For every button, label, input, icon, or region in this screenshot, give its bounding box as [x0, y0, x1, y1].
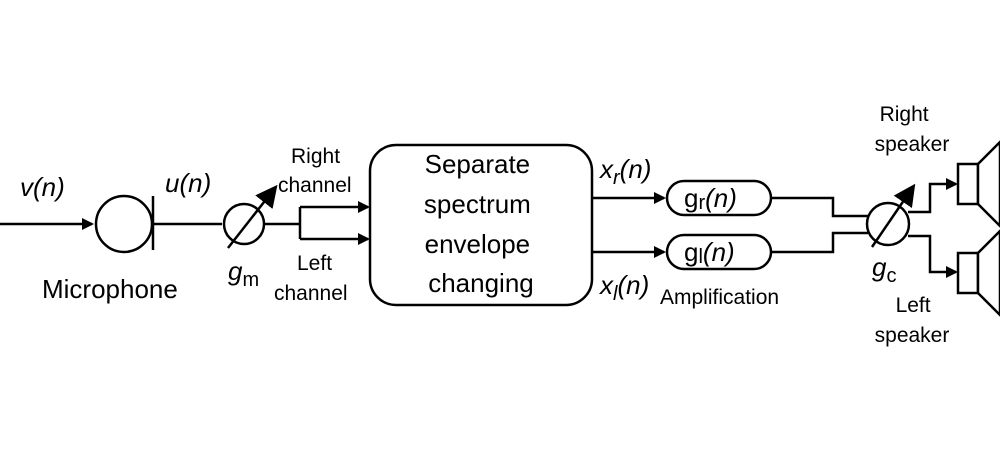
- mic-gain-variable-arrow: [227, 184, 278, 249]
- left-speaker-icon: [956, 229, 1000, 317]
- speaker-gain-variable-arrow: [870, 183, 916, 248]
- microphone-icon: [94, 194, 154, 254]
- gain-left-label: gl(n): [684, 237, 735, 268]
- left-channel-label: Left channel: [274, 252, 348, 305]
- right-speaker-arrow: [908, 178, 958, 214]
- left-speaker-arrow: [908, 234, 958, 278]
- right-speaker-icon: [956, 140, 1000, 228]
- gain-right-label: gr(n): [684, 183, 737, 214]
- amplification-label: Amplification: [660, 286, 779, 309]
- out-left-label: xl(n): [598, 270, 649, 305]
- right-speaker-label: Right speaker: [875, 103, 950, 156]
- mic-signal-label: u(n): [165, 168, 211, 198]
- out-right-label: xr(n): [598, 154, 651, 189]
- input-signal-label: v(n): [20, 172, 65, 202]
- spectrum-envelope-label: Separate spectrum envelope changing: [424, 149, 538, 298]
- speaker-gain-label: gc: [872, 252, 896, 287]
- left-speaker-label: Left speaker: [875, 294, 950, 347]
- right-channel-label: Right channel: [278, 145, 352, 197]
- microphone-label: Microphone: [42, 274, 178, 304]
- spectrum-envelope-block: [368, 143, 594, 307]
- mic-gain-label: gm: [228, 256, 259, 291]
